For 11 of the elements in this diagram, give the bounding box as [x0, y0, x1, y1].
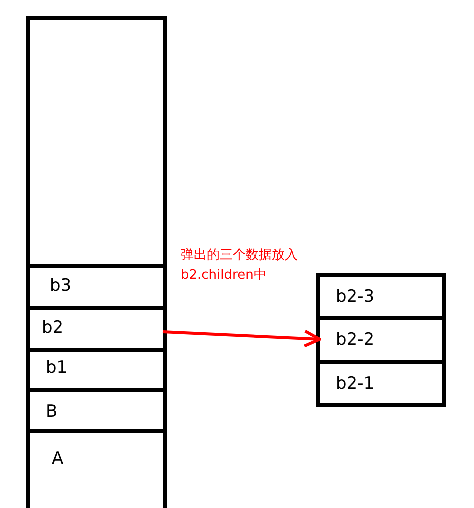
- cell-label: b3: [50, 276, 72, 296]
- arrow: [162, 330, 322, 348]
- stack-box: [26, 16, 167, 508]
- cell-label: A: [52, 449, 64, 469]
- cell-label: b2-1: [336, 374, 375, 394]
- cell-label: B: [46, 402, 58, 422]
- cell-label: b2-2: [336, 330, 375, 350]
- stack-box: [316, 273, 446, 407]
- cell-label: b1: [46, 358, 68, 378]
- cell-label: b2: [42, 318, 64, 338]
- cell-label: b2-3: [336, 287, 375, 307]
